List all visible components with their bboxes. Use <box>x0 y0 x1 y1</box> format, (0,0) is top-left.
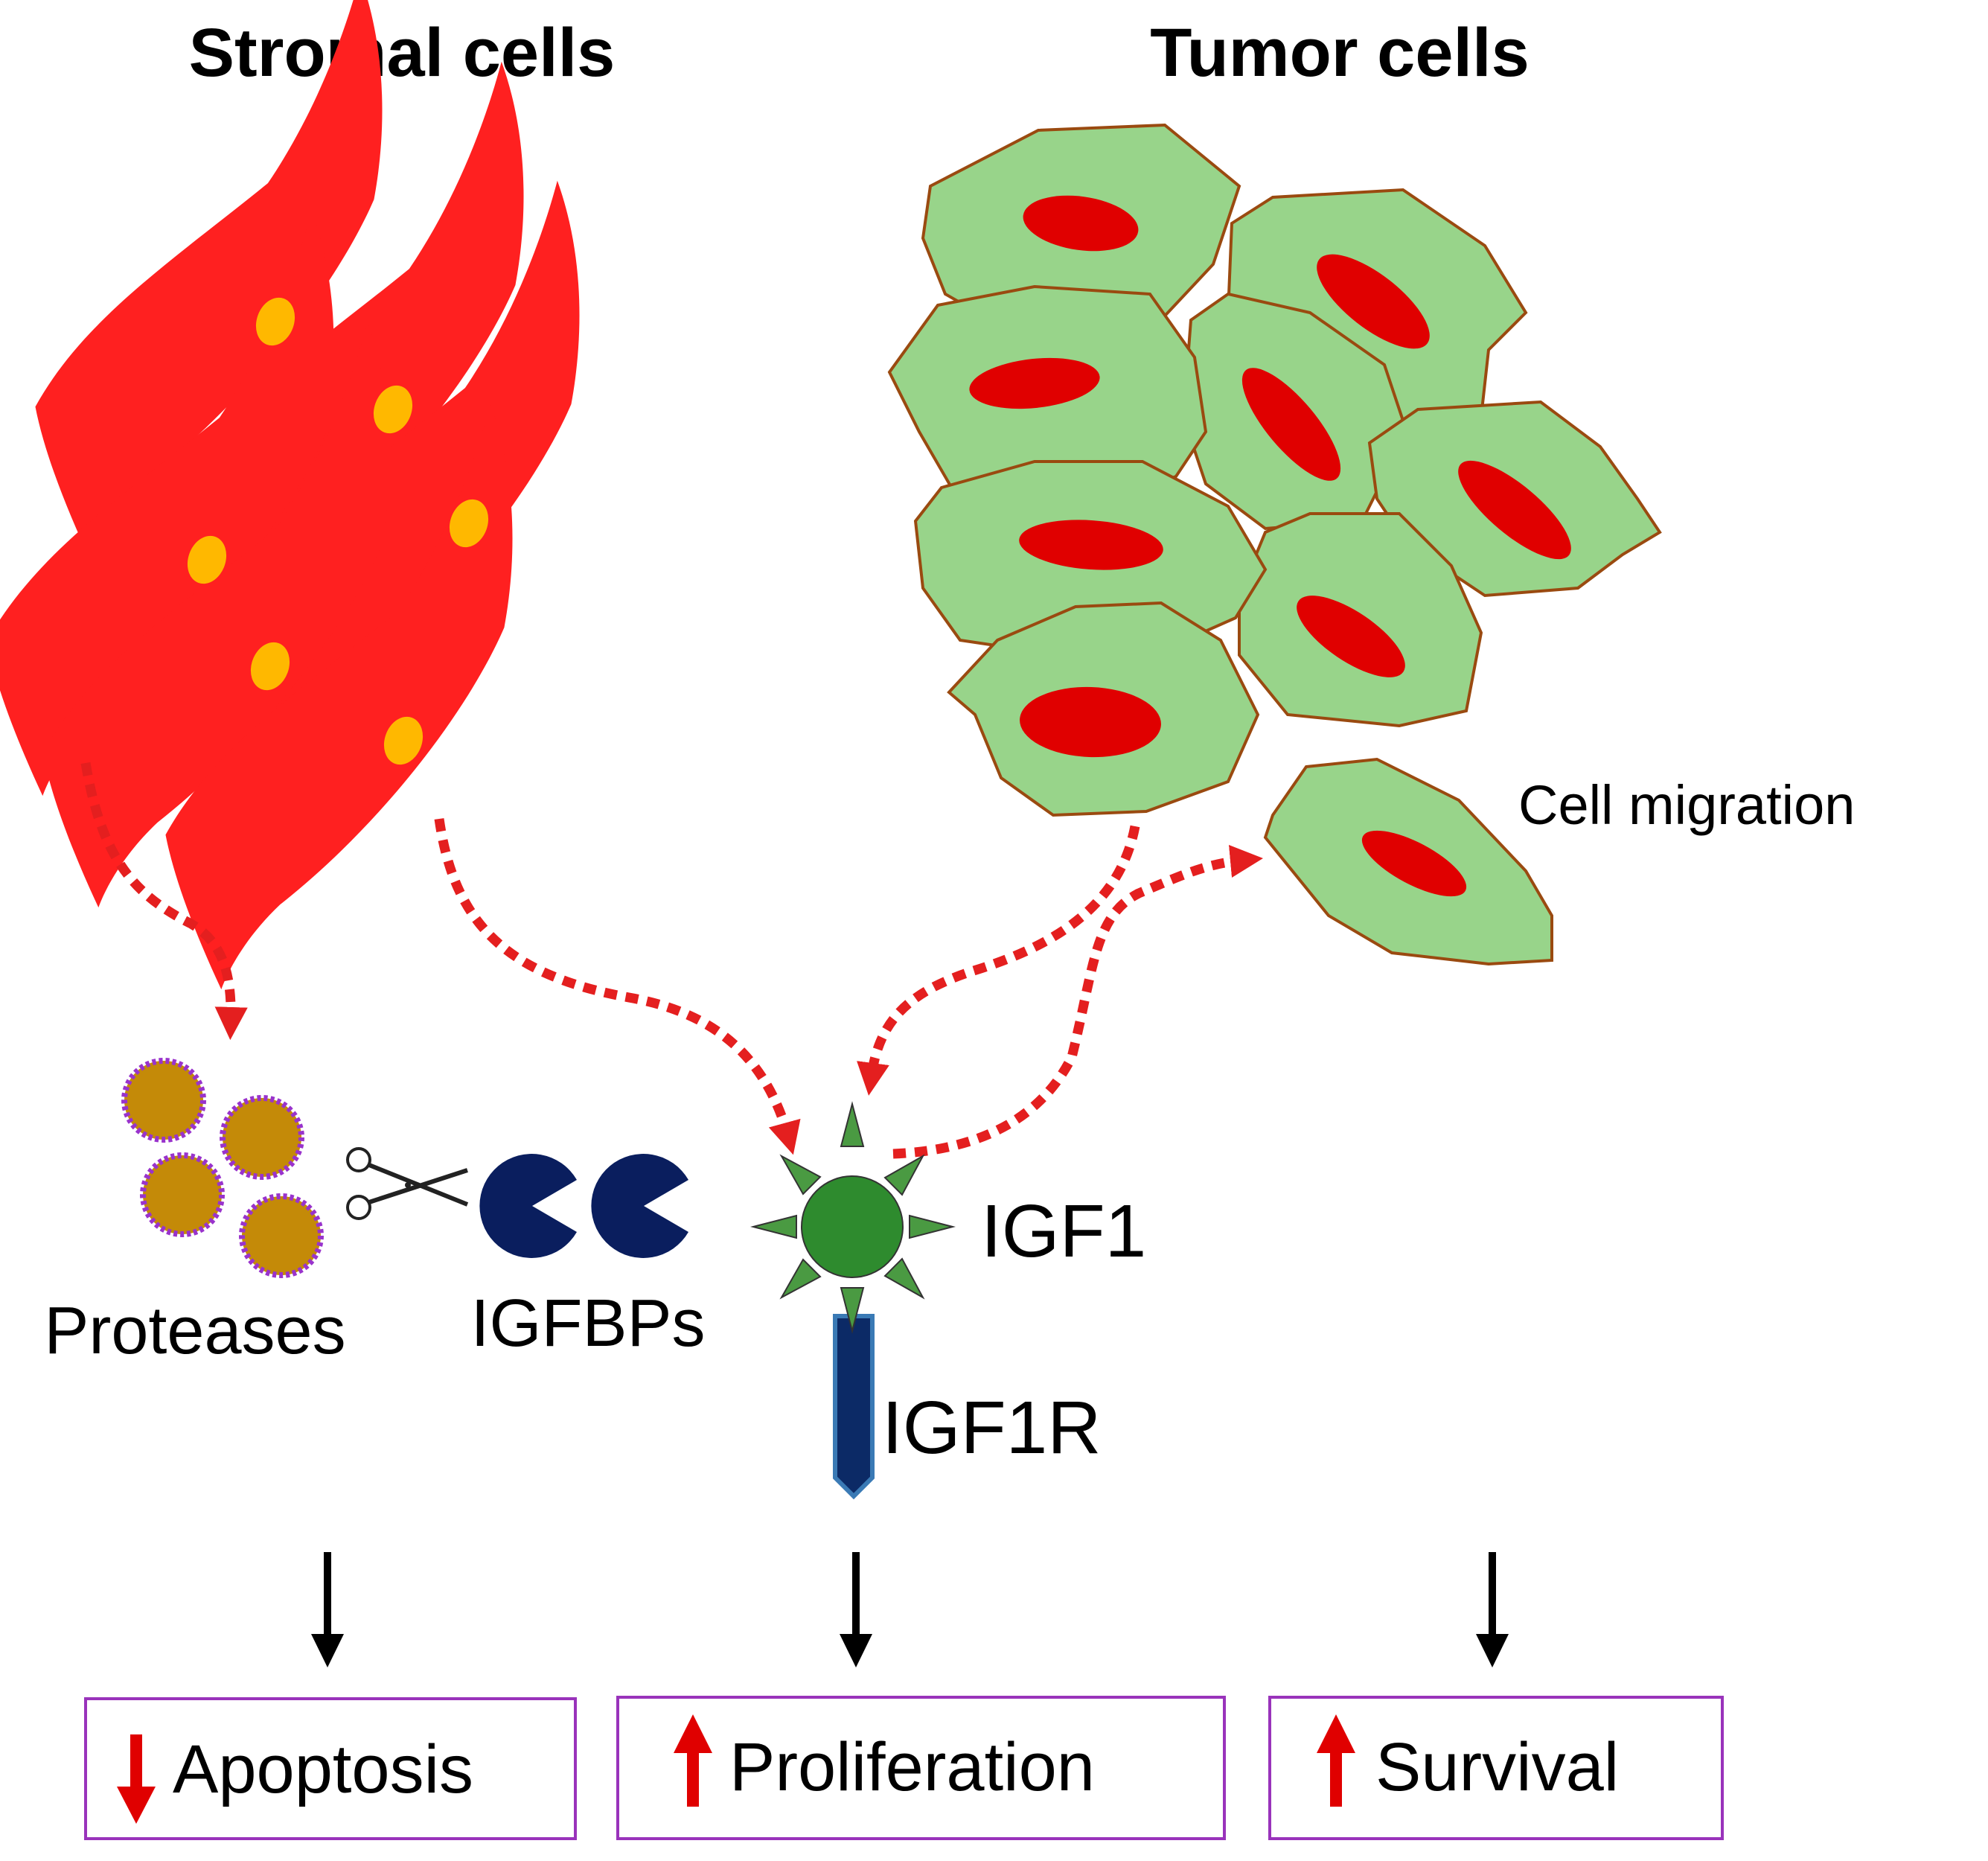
tumor-nucleus <box>1241 368 1341 481</box>
signaling-arrows <box>80 762 1264 1159</box>
igf1r-receptor <box>833 1314 875 1500</box>
outcome-proliferation: Proliferation <box>616 1696 1226 1840</box>
proteases-label: Proteases <box>44 1294 345 1368</box>
protease <box>220 1095 304 1180</box>
outcome-arrows <box>311 1552 1509 1667</box>
stromal-nucleus <box>255 297 295 346</box>
tumor-cells-heading: Tumor cells <box>1150 15 1530 91</box>
protease <box>239 1193 324 1278</box>
igfbp-molecules <box>479 1154 688 1258</box>
arrow-to-apoptosis <box>311 1552 344 1667</box>
outcome-apoptosis: Apoptosis <box>84 1697 577 1840</box>
tumor-nucleus <box>1317 254 1430 349</box>
tumor-to-igf1-arrow <box>857 825 1140 1096</box>
tumor-nucleus <box>1020 686 1161 758</box>
stromal-cells-heading: Stromal cells <box>189 15 616 91</box>
tumor-nucleus <box>1361 830 1467 897</box>
tumor-nuclei <box>969 195 1571 897</box>
igfbps-label: IGFBPs <box>470 1286 705 1361</box>
tumor-nucleus <box>1458 460 1571 560</box>
igfbp <box>479 1154 577 1258</box>
stromal-nucleus <box>449 499 489 548</box>
proliferation-label: Proliferation <box>729 1729 1095 1805</box>
protease <box>121 1058 206 1143</box>
stromal-nucleus <box>383 716 424 765</box>
outcome-survival: Survival <box>1268 1696 1724 1840</box>
igfbp <box>591 1154 688 1258</box>
arrow-to-proliferation <box>840 1552 872 1667</box>
apoptosis-label: Apoptosis <box>173 1731 473 1807</box>
stromal-nucleus <box>187 535 227 584</box>
stromal-nucleus <box>250 642 290 691</box>
survival-label: Survival <box>1375 1729 1619 1805</box>
stromal-nuclei <box>187 297 489 765</box>
tumor-nucleus <box>1297 596 1405 677</box>
tumor-nucleus <box>1019 520 1163 570</box>
stromal-to-proteases-arrow <box>80 762 248 1041</box>
tumor-nucleus <box>969 357 1100 409</box>
protease <box>140 1152 225 1237</box>
red-up-arrow-icon <box>674 1714 712 1807</box>
red-down-arrow-icon <box>117 1734 156 1824</box>
cell-migration-label: Cell migration <box>1518 774 1855 836</box>
igf1r-label: IGF1R <box>882 1386 1101 1469</box>
igf1-to-migration-arrow <box>892 844 1264 1159</box>
stromal-nucleus <box>373 385 413 434</box>
red-up-arrow-icon <box>1317 1714 1355 1807</box>
stromal-to-igf1-arrow <box>434 818 801 1155</box>
scissors-icon <box>346 1147 469 1220</box>
stromal-cell-cluster <box>0 0 734 990</box>
tumor-nucleus <box>1023 195 1139 252</box>
arrow-to-survival <box>1476 1552 1509 1667</box>
igf1-label: IGF1 <box>981 1190 1146 1273</box>
igf1-ligand <box>750 1101 956 1334</box>
proteases-cluster <box>121 1058 324 1278</box>
